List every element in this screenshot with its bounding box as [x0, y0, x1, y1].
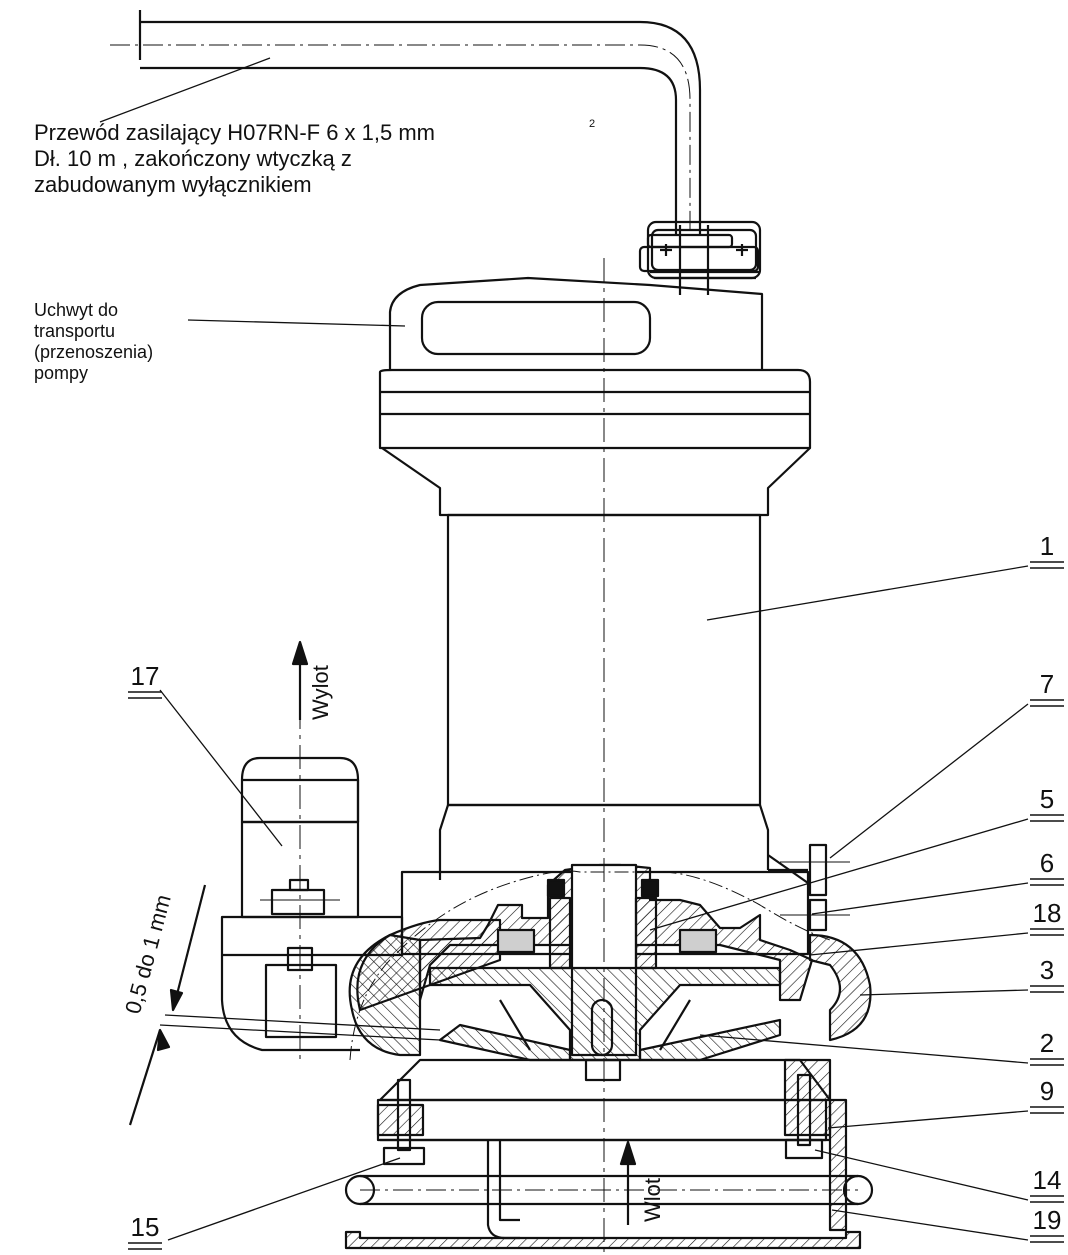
cable-gland — [638, 220, 762, 295]
cable-description-line1: Przewód zasilający H07RN-F 6 x 1,5 mm — [34, 120, 436, 145]
impeller — [428, 966, 782, 1062]
outlet-arrow — [291, 640, 309, 720]
part-number-2: 2 — [1039, 1028, 1055, 1058]
power-cable — [110, 10, 702, 235]
part-number-5: 5 — [1039, 784, 1055, 814]
handle-description-line2: transportu — [34, 321, 116, 341]
number-underlines — [128, 561, 1064, 1250]
part-number-14: 14 — [1032, 1165, 1062, 1195]
part-number-1: 1 — [1039, 531, 1055, 561]
bolt-15 — [382, 1078, 426, 1166]
part-number-3: 3 — [1039, 955, 1055, 985]
leader-lines — [99, 57, 1029, 1241]
part-number-18: 18 — [1032, 898, 1062, 928]
motor-body — [438, 513, 809, 884]
seal-ring-right — [678, 928, 718, 954]
gap-dimension — [128, 884, 207, 1126]
handle-description-line3: (przenoszenia) — [34, 342, 154, 362]
handle-description-line4: pompy — [34, 363, 89, 383]
cable-description-superscript: 2 — [589, 118, 596, 130]
part-number-6: 6 — [1039, 848, 1055, 878]
part-number-17: 17 — [130, 661, 160, 691]
part-number-7: 7 — [1039, 669, 1055, 699]
motor-head — [378, 276, 812, 517]
part-number-15: 15 — [130, 1212, 160, 1242]
inlet-arrow — [619, 1140, 637, 1225]
seal-ring-left — [496, 928, 536, 954]
mechanical-seal-left — [546, 878, 566, 898]
part-number-19: 19 — [1032, 1205, 1062, 1235]
mechanical-seal-right — [640, 878, 660, 898]
inlet-label: Wlot — [640, 1178, 665, 1222]
cable-description-line2: Dł. 10 m , zakończony wtyczką z — [34, 146, 352, 171]
part-number-9: 9 — [1039, 1076, 1055, 1106]
hidden-outline — [349, 870, 831, 1061]
strainer — [344, 1098, 874, 1250]
bolt-14 — [784, 1073, 824, 1160]
cable-description-line3: zabudowanym wyłącznikiem — [34, 172, 312, 197]
outlet-label: Wylot — [308, 665, 333, 720]
side-bolts — [780, 843, 850, 932]
handle-description-line1: Uchwyt do — [34, 300, 119, 320]
